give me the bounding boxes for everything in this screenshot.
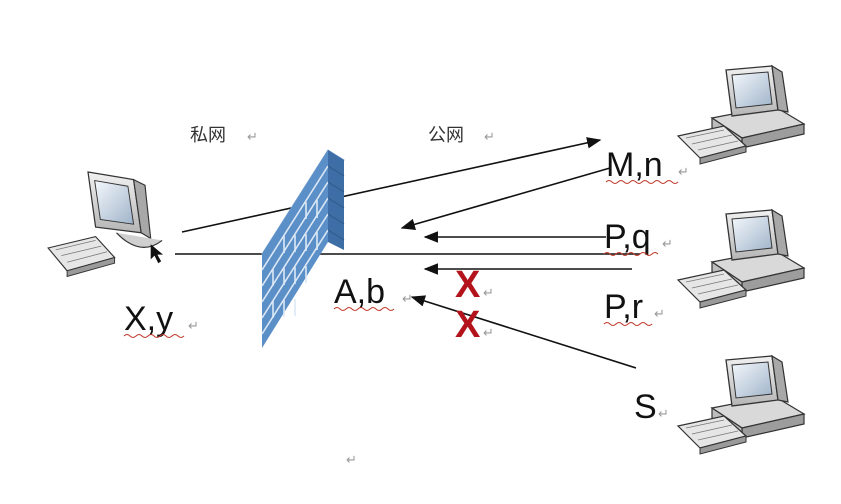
zone-label-private: 私网: [190, 125, 226, 146]
return-mark: ↵: [654, 307, 665, 322]
return-mark: ↵: [484, 130, 495, 145]
return-mark: ↵: [483, 326, 494, 341]
return-mark: ↵: [483, 286, 494, 301]
arrow-private-to-m: [181, 137, 602, 233]
return-mark: ↵: [402, 292, 413, 307]
blocked-mark-s: X: [455, 304, 481, 346]
zone-label-public: 公网: [428, 125, 464, 146]
computer-icon-server-m: [677, 65, 805, 165]
address-label-firewall: A,b: [334, 273, 385, 311]
computer-icon-server-p: [677, 209, 805, 309]
address-label-server-s: S: [634, 388, 657, 426]
address-label-server-pr: P,r: [604, 288, 643, 326]
return-mark: ↵: [247, 130, 258, 145]
blocked-mark-pr: X: [455, 264, 481, 306]
firewall-icon: [261, 149, 345, 348]
arrow-m-to-firewall: [400, 167, 611, 230]
return-mark: ↵: [188, 319, 199, 334]
computer-icon-server-s: [677, 355, 805, 455]
return-mark: ↵: [658, 407, 669, 422]
return-mark: ↵: [662, 237, 673, 252]
computer-icon-private-host: [47, 171, 164, 278]
address-label-server-pq: P,q: [604, 218, 651, 256]
address-label-private-host: X,y: [124, 300, 173, 338]
return-mark: ↵: [346, 453, 357, 468]
address-label-server-m: M,n: [606, 146, 663, 184]
arrow-s-to-firewall-blocked: [410, 295, 637, 369]
return-mark: ↵: [678, 165, 689, 180]
